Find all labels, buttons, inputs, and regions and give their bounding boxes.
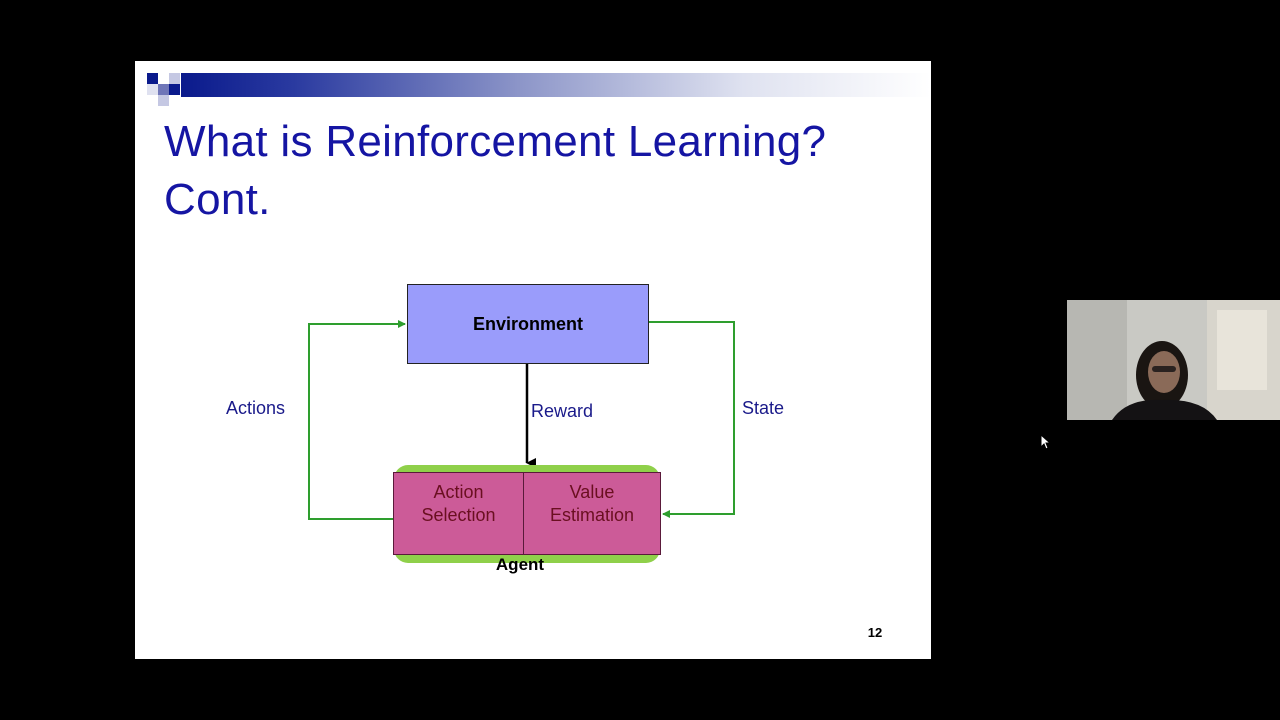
state-arrow [649,321,735,518]
reward-label: Reward [531,401,594,421]
slide-title-line-1: What is Reinforcement Learning? [164,117,827,166]
state-label: State [742,398,785,418]
environment-box: Environment [407,284,649,364]
slide-page-number: 12 [867,625,883,640]
actions-label: Actions [226,398,286,418]
value-estimation-line-2: Estimation [549,505,635,525]
agent-label: Agent [495,555,545,574]
slide-header-gradient-bar [181,73,931,97]
slide-template-squares-icon [135,61,205,111]
webcam-video-thumbnail[interactable] [1067,300,1280,420]
value-estimation-box: Value Estimation [524,473,660,554]
actions-arrow [308,320,406,520]
value-estimation-line-1: Value [569,482,615,502]
rl-loop-diagram [308,320,735,520]
presenter-video-feed [1067,300,1280,420]
mouse-pointer-icon [1040,434,1052,450]
agent-box: Action Selection Value Estimation [393,472,661,555]
slide-title-line-2: Cont. [164,175,271,224]
presentation-slide: What is Reinforcement Learning? Cont. En… [135,61,931,659]
action-selection-box: Action Selection [394,473,524,554]
environment-label: Environment [472,313,583,334]
action-selection-line-2: Selection [421,505,496,525]
slide-title: What is Reinforcement Learning? Cont. [164,113,904,229]
action-selection-line-1: Action [433,482,484,502]
